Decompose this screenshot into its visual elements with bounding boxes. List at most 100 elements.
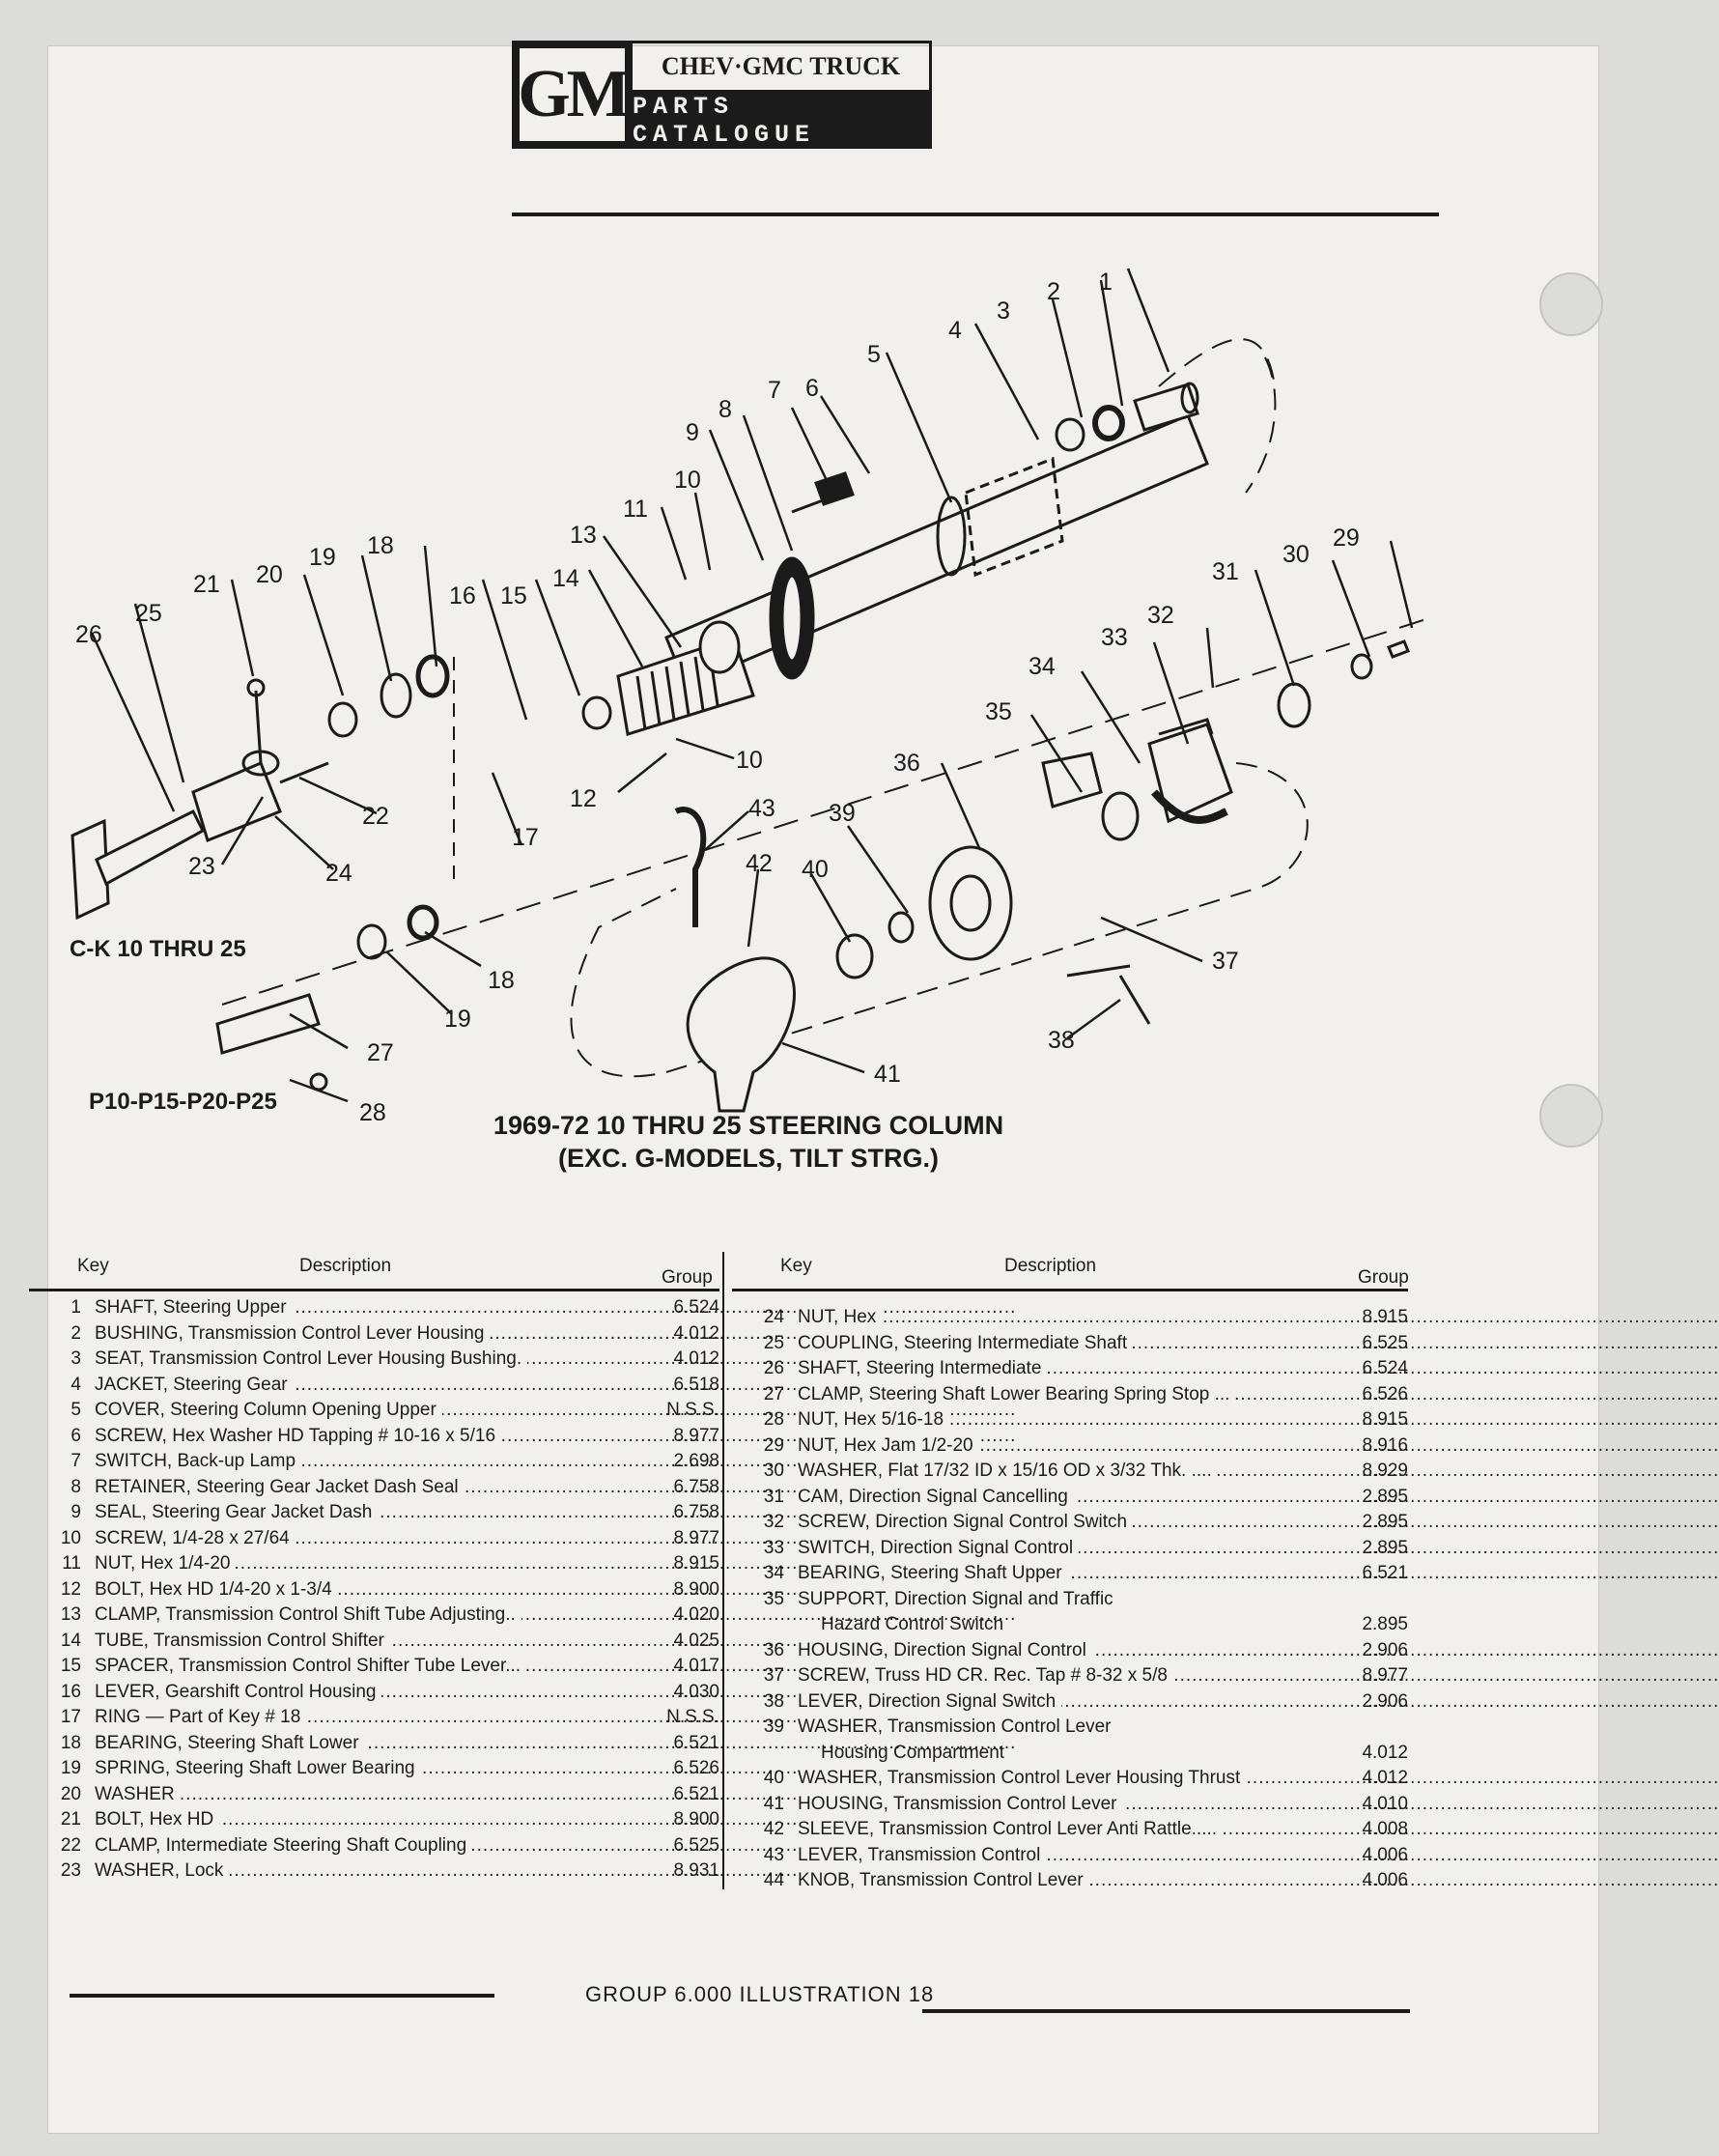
header-rule — [512, 213, 1439, 216]
exploded-diagram: 1 2 3 4 5 6 7 8 9 10 11 13 14 15 16 18 1… — [70, 268, 1430, 1126]
part-detail: Transmission Control Lever Housing — [183, 1322, 485, 1344]
callout-41: 41 — [874, 1061, 901, 1088]
part-name: BEARING, — [798, 1563, 886, 1583]
part-description: TUBE, Transmission Control Shifter — [95, 1629, 1016, 1655]
part-detail: Back-up Lamp — [172, 1451, 296, 1471]
part-detail-continued: Housing Compartment — [821, 1742, 1005, 1763]
part-name: SUPPORT, — [798, 1588, 889, 1609]
callout-7: 7 — [768, 377, 781, 404]
part-description: SPACER, Transmission Control Shifter Tub… — [95, 1654, 1016, 1680]
part-detail: Transmission Control Lever Anti Rattle..… — [874, 1819, 1218, 1839]
column-divider — [722, 1252, 724, 1889]
part-name: CAM, — [798, 1486, 844, 1507]
part-description: COVER, Steering Column Opening Upper — [95, 1398, 1016, 1424]
part-name: SPACER, — [95, 1656, 175, 1676]
part-description: LEVER, Direction Signal Switch — [798, 1689, 1719, 1716]
part-key: 39 — [763, 1716, 784, 1737]
part-detail: Steering Gear — [168, 1374, 288, 1395]
callout-30: 30 — [1282, 541, 1310, 568]
callout-6: 6 — [805, 375, 819, 402]
part-detail: Hex Washer HD Tapping # 10-16 x 5/16 — [166, 1425, 496, 1446]
part-description: CLAMP, Intermediate Steering Shaft Coupl… — [95, 1833, 1016, 1859]
part-description: BEARING, Steering Shaft Upper — [798, 1561, 1719, 1587]
part-detail: Hex HD — [144, 1809, 214, 1830]
part-name: WASHER — [95, 1783, 175, 1804]
callout-10-bottom: 10 — [736, 747, 763, 774]
part-description: CLAMP, Steering Shaft Lower Bearing Spri… — [798, 1382, 1719, 1408]
part-detail: Intermediate Steering Shaft Coupling — [160, 1834, 467, 1856]
part-key: 3 — [70, 1348, 81, 1369]
callout-11: 11 — [623, 496, 648, 523]
table-row: 15 SPACER, Transmission Control Shifter T… — [29, 1654, 1017, 1680]
header-brand: CHEV·GMC TRUCK — [633, 41, 932, 93]
part-key: 40 — [763, 1768, 784, 1788]
callout-18-bottom: 18 — [488, 967, 515, 994]
callout-29: 29 — [1333, 525, 1360, 552]
part-description: SCREW, Direction Signal Control Switch — [798, 1510, 1719, 1536]
part-key: 27 — [763, 1383, 784, 1404]
part-detail: Steering Shaft Lower Bearing — [170, 1758, 415, 1778]
part-key: 12 — [60, 1578, 81, 1600]
table-header-left: Key Description Group — [29, 1248, 719, 1291]
part-description: RETAINER, Steering Gear Jacket Dash Seal — [95, 1475, 1016, 1501]
part-description: WASHER, Lock — [95, 1858, 1016, 1885]
part-key: 43 — [763, 1844, 784, 1865]
part-description: SCREW, Hex Washer HD Tapping # 10-16 x 5… — [95, 1424, 1016, 1450]
part-description: SHAFT, Steering Upper — [95, 1295, 1016, 1321]
title-line-2: (EXC. G-MODELS, TILT STRG.) — [558, 1144, 939, 1173]
callout-32: 32 — [1147, 602, 1174, 629]
part-key: 2 — [70, 1322, 81, 1344]
part-key: 15 — [60, 1656, 81, 1676]
table-row: 22 CLAMP, Intermediate Steering Shaft Cou… — [29, 1833, 1017, 1859]
part-detail: Steering Intermediate — [860, 1358, 1042, 1378]
part-detail: Direction Signal Switch — [862, 1690, 1057, 1712]
callout-43: 43 — [748, 795, 775, 822]
part-description: SCREW, Truss HD CR. Rec. Tap # 8-32 x 5/… — [798, 1663, 1719, 1689]
part-name: SEAT, — [95, 1348, 145, 1369]
part-name: SCREW, — [95, 1425, 167, 1446]
callout-8: 8 — [719, 396, 732, 423]
part-detail: Truss HD CR. Rec. Tap # 8-32 x 5/8 — [869, 1665, 1168, 1686]
callout-38: 38 — [1048, 1027, 1075, 1054]
part-detail: Gearshift Control Housing — [159, 1681, 377, 1702]
callout-40: 40 — [802, 856, 829, 883]
footer-rule-right — [922, 2009, 1410, 2013]
part-name: SEAL, — [95, 1502, 147, 1522]
part-key: 17 — [60, 1707, 81, 1727]
part-key: 42 — [763, 1819, 784, 1839]
part-detail: Transmission Control Shift Tube Adjustin… — [160, 1604, 516, 1625]
callout-23: 23 — [188, 853, 215, 880]
part-name: NUT, — [798, 1307, 839, 1327]
part-description: SEAT, Transmission Control Lever Housing… — [95, 1347, 1016, 1373]
part-name: SHAFT, — [95, 1297, 158, 1318]
part-key: 18 — [60, 1732, 81, 1753]
part-key: 6 — [70, 1425, 81, 1446]
title-line-1: 1969-72 10 THRU 25 STEERING COLUMN — [493, 1111, 1004, 1140]
part-key: 22 — [60, 1834, 81, 1856]
callout-labels: 1 2 3 4 5 6 7 8 9 10 11 13 14 15 16 18 1… — [70, 269, 1360, 1126]
part-detail-continued: Hazard Control Switch — [821, 1614, 1004, 1634]
part-name: SHAFT, — [798, 1358, 861, 1378]
part-description: BOLT, Hex HD — [95, 1807, 1016, 1833]
callout-10-top: 10 — [674, 467, 701, 494]
part-name: SLEEVE, — [798, 1819, 875, 1839]
col-key: Key — [780, 1256, 812, 1276]
part-key: 29 — [763, 1434, 784, 1456]
table-header-right: Key Description Group — [732, 1248, 1409, 1291]
part-key: 5 — [70, 1400, 81, 1420]
